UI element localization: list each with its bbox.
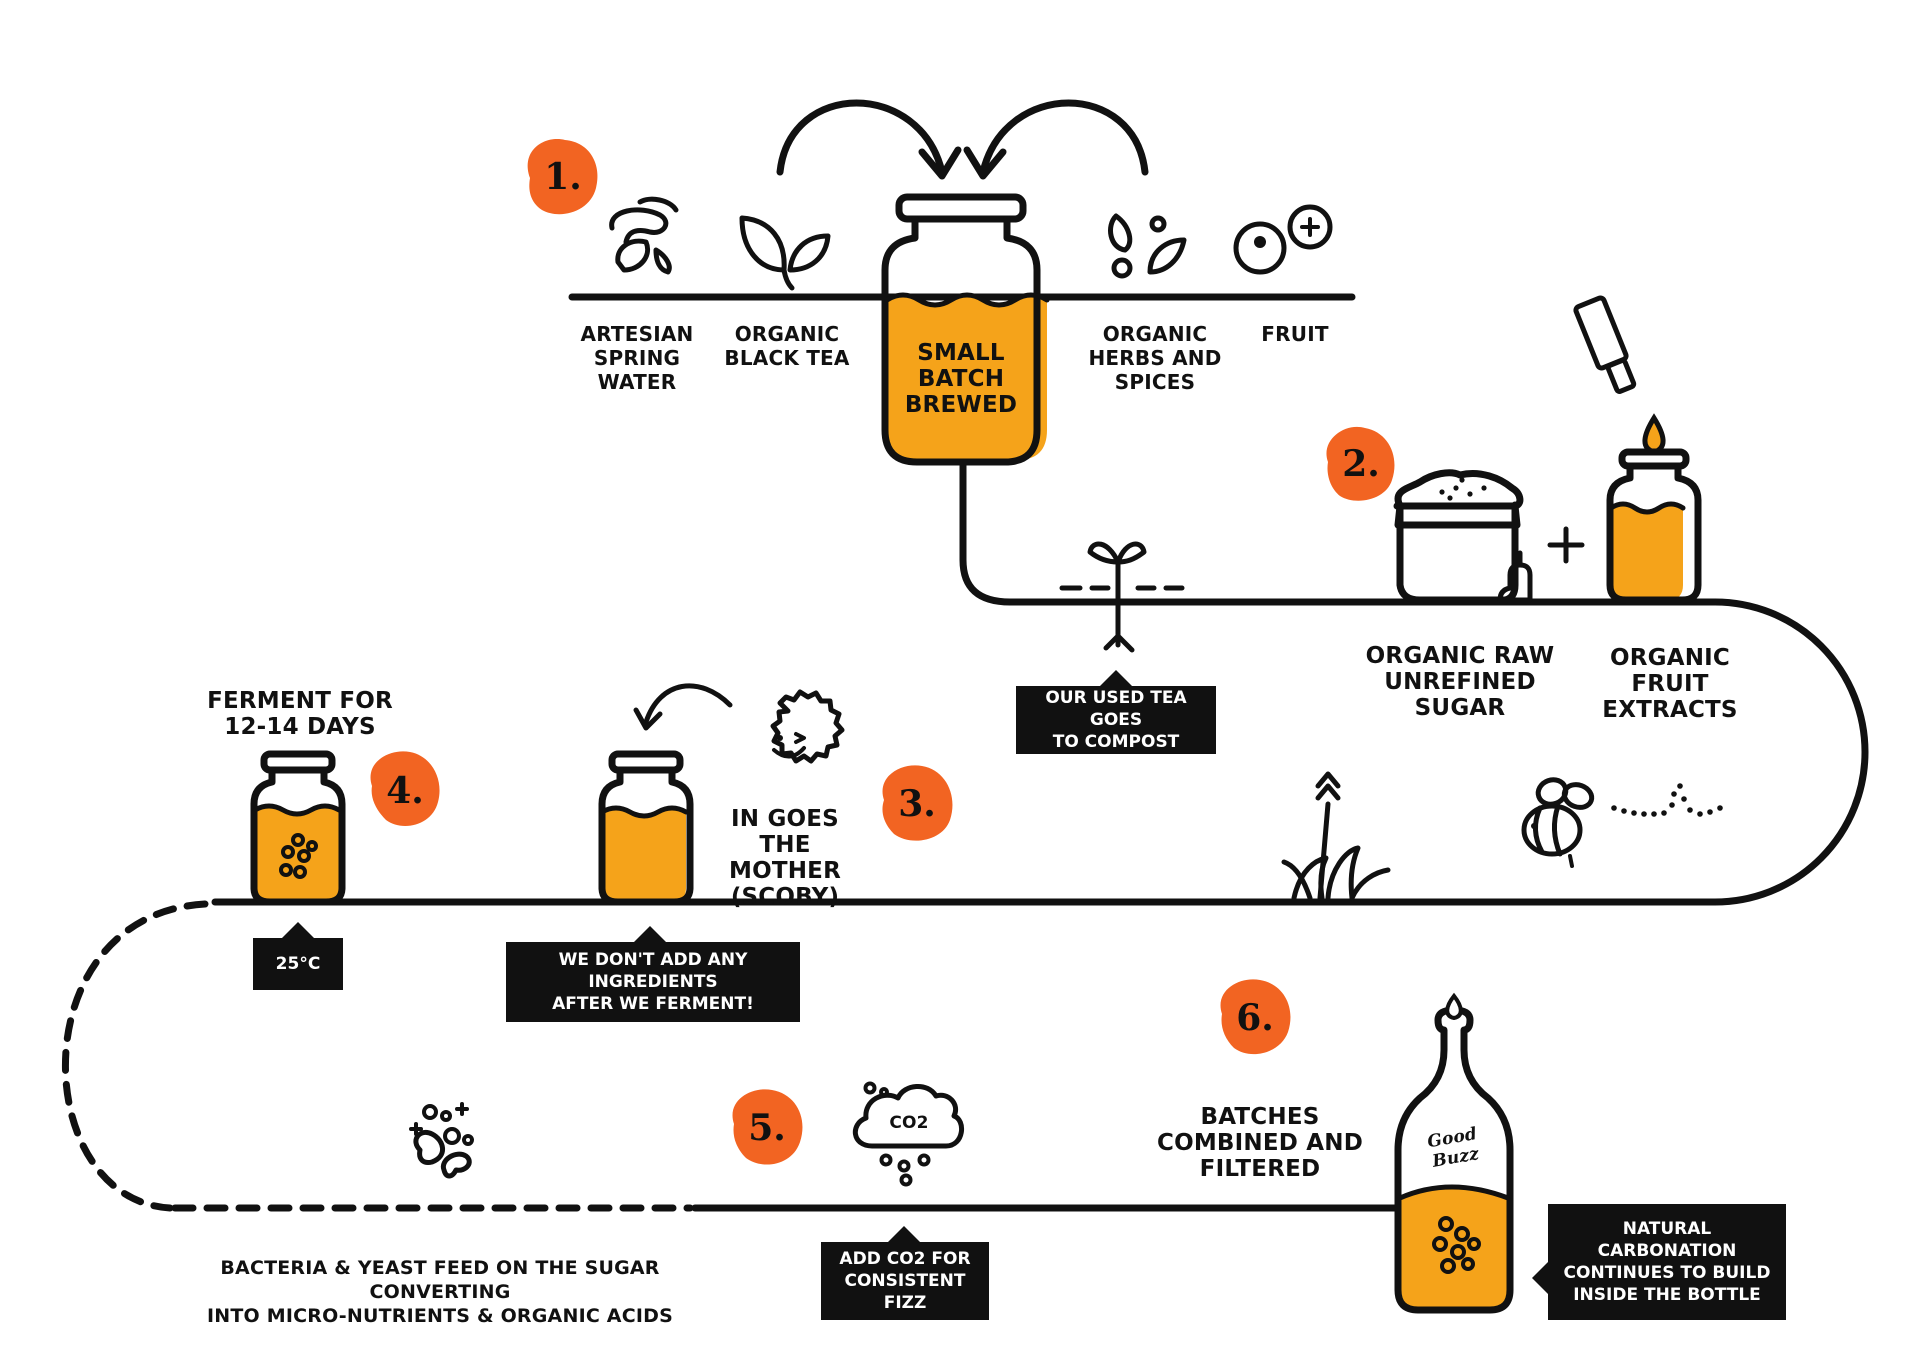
step-6-badge: 6. bbox=[1236, 997, 1274, 1039]
step-2-badge: 2. bbox=[1342, 443, 1380, 485]
scoby-face-icon bbox=[770, 689, 845, 764]
bacteria-label: BACTERIA & YEAST FEED ON THE SUGAR CONVE… bbox=[207, 1257, 673, 1327]
batches-label: BATCHES COMBINED AND FILTERED bbox=[1156, 1104, 1363, 1182]
brew-jar-icon bbox=[881, 193, 1050, 466]
bee-trail-icon bbox=[1611, 783, 1723, 817]
sprout-icon bbox=[1059, 541, 1185, 653]
pour-arrows-icon bbox=[776, 99, 1149, 180]
co2-icon-label: CO2 bbox=[889, 1113, 929, 1133]
co2-callout: ADD CO2 FOR CONSISTENT FIZZ bbox=[821, 1242, 989, 1320]
scoby-arrow-icon bbox=[633, 683, 733, 731]
ingredient-tea-label: ORGANIC BLACK TEA bbox=[724, 322, 850, 370]
extracts-label: ORGANIC FRUIT EXTRACTS bbox=[1602, 645, 1738, 723]
mother-jar-icon bbox=[598, 750, 694, 906]
ingredient-herbs-label: ORGANIC HERBS AND SPICES bbox=[1088, 322, 1222, 394]
callout-tips bbox=[282, 670, 1548, 1294]
step-4-badge: 4. bbox=[386, 770, 424, 812]
ferment-label: FERMENT FOR 12-14 DAYS bbox=[207, 688, 393, 740]
no-ingredients-callout: WE DON'T ADD ANY INGREDIENTS AFTER WE FE… bbox=[506, 942, 800, 1022]
grass-icon bbox=[1281, 771, 1391, 901]
fruit-icon bbox=[1233, 204, 1333, 275]
plus-sign-icon bbox=[1547, 526, 1585, 564]
carbonation-callout: NATURAL CARBONATION CONTINUES TO BUILD I… bbox=[1548, 1204, 1786, 1320]
dropper-icon bbox=[1573, 295, 1666, 455]
ferment-jar-icon bbox=[250, 750, 346, 906]
brew-jar-label: SMALL BATCH BREWED bbox=[904, 340, 1018, 418]
step-5-badge: 5. bbox=[748, 1107, 786, 1149]
step-3-badge: 3. bbox=[898, 783, 936, 825]
ingredient-fruit-label: FRUIT bbox=[1261, 322, 1329, 346]
mother-label: IN GOES THE MOTHER (SCOBY) bbox=[729, 806, 841, 910]
temperature-callout: 25°C bbox=[253, 938, 343, 990]
sugar-sack-icon bbox=[1393, 469, 1533, 604]
compost-callout: OUR USED TEA GOES TO COMPOST bbox=[1016, 686, 1216, 754]
step-1-badge: 1. bbox=[544, 156, 582, 198]
co2-cloud-icon bbox=[853, 1081, 964, 1187]
herbs-icon bbox=[1108, 213, 1187, 279]
bottle-icon bbox=[1394, 992, 1514, 1314]
step-badges bbox=[370, 139, 1395, 1165]
tea-leaves-icon bbox=[739, 215, 831, 291]
bee-icon bbox=[1521, 777, 1595, 868]
ingredient-water-label: ARTESIAN SPRING WATER bbox=[580, 322, 694, 394]
extract-jar-icon bbox=[1606, 448, 1702, 604]
water-drops-icon bbox=[609, 196, 679, 275]
sugar-label: ORGANIC RAW UNREFINED SUGAR bbox=[1365, 643, 1555, 721]
bacteria-icon bbox=[409, 1102, 474, 1179]
